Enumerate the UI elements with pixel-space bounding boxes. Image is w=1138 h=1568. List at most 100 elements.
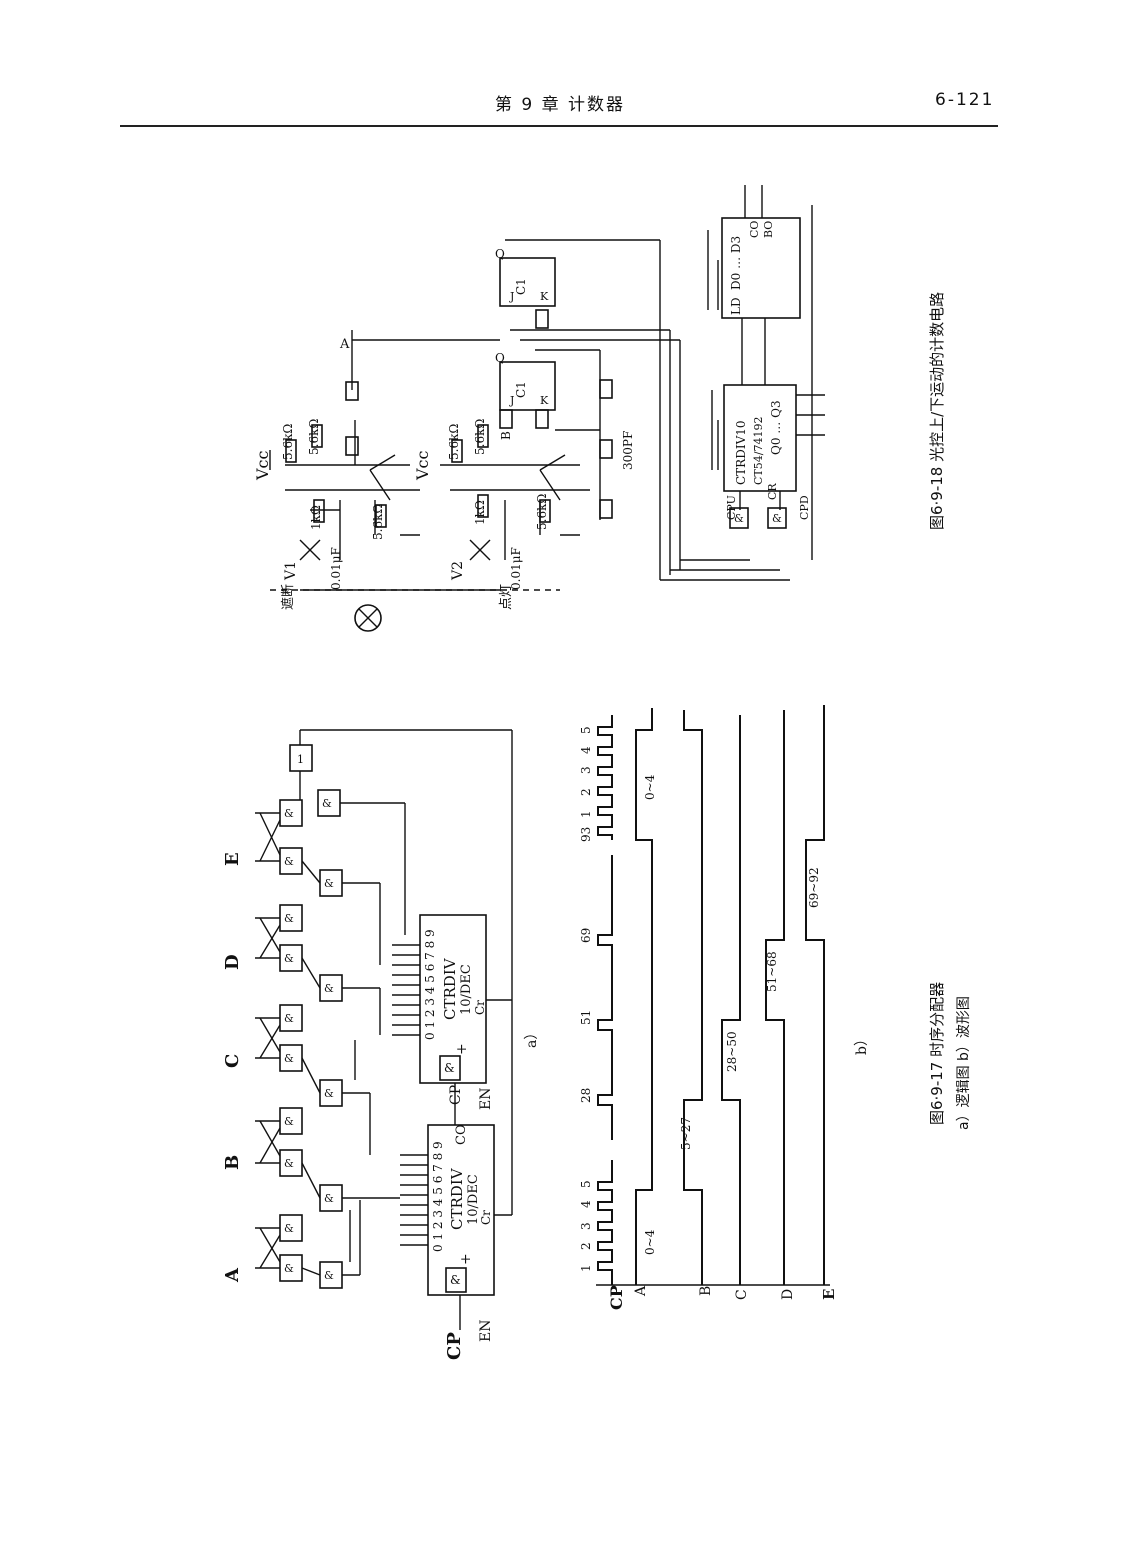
counter-2-plus: + bbox=[454, 1043, 470, 1055]
pin-cpd: CPD bbox=[798, 495, 811, 520]
r8-label: 5.6kΩ bbox=[535, 494, 549, 530]
v2-label: V2 bbox=[450, 561, 466, 581]
svg-text:1: 1 bbox=[579, 1264, 593, 1272]
svg-text:&: & bbox=[284, 952, 294, 965]
pin-ld-top: LD bbox=[729, 297, 743, 315]
svg-text:2: 2 bbox=[579, 788, 593, 796]
svg-text:2: 2 bbox=[579, 1242, 593, 1250]
r2-label: 5.6kΩ bbox=[307, 419, 321, 455]
svg-text:1: 1 bbox=[579, 810, 593, 818]
svg-text:&: & bbox=[324, 982, 334, 995]
svg-text:3: 3 bbox=[579, 766, 593, 774]
wave-d-label: D bbox=[780, 1289, 796, 1300]
svg-text:&: & bbox=[324, 1087, 334, 1100]
and-gate-cpu bbox=[729, 507, 749, 529]
vcc-label-1: Vcc bbox=[253, 450, 272, 481]
ff1-j: J bbox=[509, 290, 514, 303]
gate-wires bbox=[255, 730, 406, 1276]
svg-text:&: & bbox=[284, 1222, 294, 1235]
svg-text:5~27: 5~27 bbox=[679, 1117, 693, 1150]
pin-d-top: D0 … D3 bbox=[729, 236, 743, 290]
svg-text:&: & bbox=[284, 1157, 294, 1170]
svg-text:28: 28 bbox=[579, 1088, 593, 1103]
svg-text:&: & bbox=[284, 1012, 294, 1025]
ctr-model-label: CT54/74192 bbox=[752, 417, 765, 485]
wave-a-label: A bbox=[633, 1285, 649, 1297]
r4-label: 5.6kΩ bbox=[473, 419, 487, 455]
counter-1-and-symbol: & bbox=[450, 1273, 461, 1287]
fig17-caption-title: 图6·9-17 时序分配器 bbox=[928, 982, 946, 1125]
counter-2 bbox=[419, 914, 487, 1084]
ff2-c1: C1 bbox=[514, 381, 528, 398]
v1-label: V1 bbox=[283, 561, 299, 581]
svg-text:&: & bbox=[284, 807, 294, 820]
c3-label: 300PF bbox=[621, 431, 635, 470]
node-a-label: A bbox=[339, 337, 350, 352]
counter-1-and bbox=[445, 1267, 467, 1293]
ff1-c1: C1 bbox=[514, 278, 528, 295]
ff-wires bbox=[505, 239, 790, 581]
svg-text:51: 51 bbox=[579, 1010, 593, 1025]
figure-6-9-17: 图6·9-17 时序分配器 a）逻辑图 b）波形图 a） b） A B C D … bbox=[222, 705, 972, 1360]
output-c-label: C bbox=[222, 1054, 243, 1068]
waveform-diagram: CP A B C D E 1 2 3 4 5 28 51 69 93 1 2 3… bbox=[579, 705, 838, 1310]
wave-cp-label: CP bbox=[607, 1285, 626, 1310]
fig17-en-input-2: EN bbox=[478, 1088, 494, 1110]
svg-text:28~50: 28~50 bbox=[725, 1031, 739, 1072]
wave-a bbox=[635, 708, 653, 1285]
svg-text:0~4: 0~4 bbox=[643, 774, 657, 800]
svg-text:&: & bbox=[284, 912, 294, 925]
ff2-j: J bbox=[509, 394, 514, 407]
fig17-cp-input: CP bbox=[444, 1332, 465, 1360]
node-b-label: B bbox=[499, 431, 513, 440]
counter-1-sub: 10/DEC bbox=[466, 1174, 481, 1225]
svg-text:&: & bbox=[324, 877, 334, 890]
svg-text:69: 69 bbox=[579, 928, 593, 943]
svg-text:93: 93 bbox=[579, 827, 593, 842]
counter-2-sub: 10/DEC bbox=[459, 964, 474, 1015]
svg-text:&: & bbox=[324, 1192, 334, 1205]
photo-circuit-wires bbox=[269, 330, 590, 591]
vcc-label-2: Vcc bbox=[413, 450, 432, 481]
fig17b-label: b） bbox=[854, 1032, 870, 1055]
ff1-k: K bbox=[540, 290, 549, 303]
wave-b-label: B bbox=[698, 1286, 714, 1296]
fig18-caption: 图6·9-18 光控上/下运动的计数电路 bbox=[928, 292, 946, 530]
counter-1-pins: 0 1 2 3 4 5 6 7 8 9 bbox=[431, 1141, 445, 1252]
output-b-label: B bbox=[222, 1155, 243, 1170]
output-d-label: D bbox=[222, 954, 243, 970]
svg-text:&: & bbox=[284, 1262, 294, 1275]
wave-e bbox=[805, 705, 825, 1285]
and-cpd-symbol: & bbox=[772, 512, 782, 525]
lamp-icon bbox=[354, 604, 382, 632]
page-number: 6-121 bbox=[935, 90, 995, 110]
r3-label: 5.6kΩ bbox=[447, 424, 461, 460]
resistor-symbols bbox=[285, 309, 613, 528]
wave-e-label: E bbox=[820, 1289, 838, 1300]
svg-text:4: 4 bbox=[579, 746, 593, 754]
counter-2-and bbox=[439, 1055, 461, 1081]
r5-label: 1kΩ bbox=[309, 505, 323, 530]
r7-label: 5.6kΩ bbox=[371, 504, 385, 540]
jk-flipflop-2 bbox=[499, 361, 556, 411]
counter-1 bbox=[427, 1124, 495, 1296]
ff1-q: Q bbox=[495, 247, 505, 261]
svg-text:5: 5 bbox=[579, 1180, 593, 1188]
ff2-k: K bbox=[540, 394, 549, 407]
counter-1-cr: Cr bbox=[479, 1210, 493, 1225]
wave-b bbox=[683, 710, 703, 1285]
and-gate-cpd bbox=[767, 507, 787, 529]
and-cpu-symbol: & bbox=[734, 512, 744, 525]
svg-text:&: & bbox=[324, 1269, 334, 1282]
svg-text:3: 3 bbox=[579, 1222, 593, 1230]
svg-text:0~4: 0~4 bbox=[643, 1229, 657, 1255]
svg-text:&: & bbox=[284, 1052, 294, 1065]
svg-text:69~92: 69~92 bbox=[807, 867, 821, 908]
counter-2-pins: 0 1 2 3 4 5 6 7 8 9 bbox=[423, 929, 437, 1040]
wave-d bbox=[765, 710, 785, 1285]
fig17a-label: a） bbox=[524, 1026, 540, 1048]
svg-text:51~68: 51~68 bbox=[765, 951, 779, 992]
output-a-label: A bbox=[222, 1267, 243, 1283]
svg-text:&: & bbox=[322, 797, 332, 810]
